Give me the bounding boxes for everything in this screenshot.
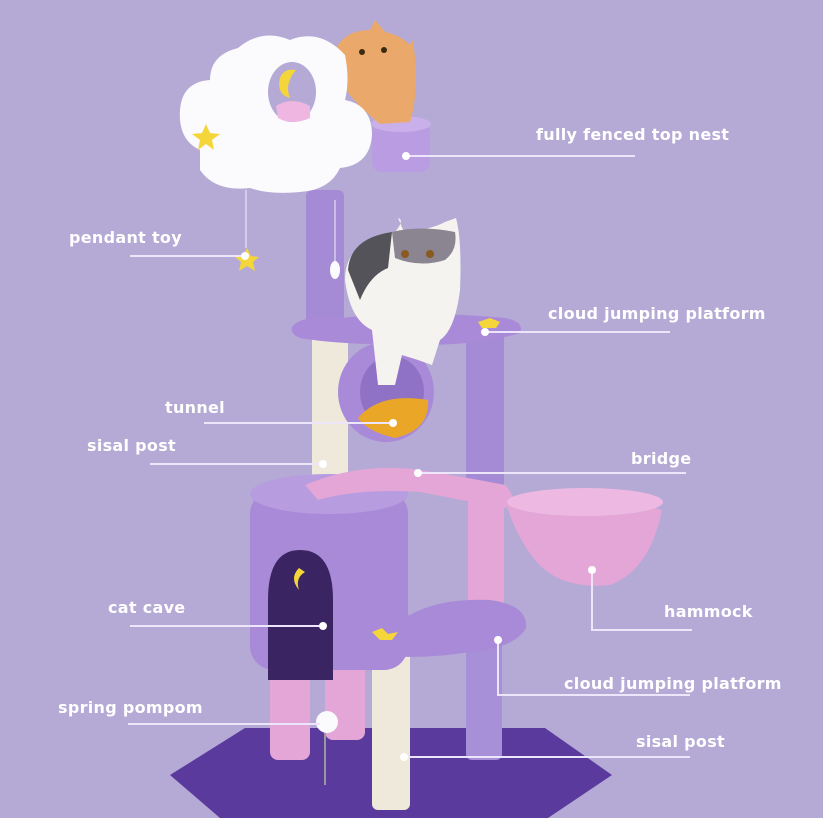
spring-pompom-ball [316,711,338,733]
sisal-post-upper-shape [312,330,348,495]
cat-cave-door [268,550,333,680]
callout-dots [241,152,596,761]
pendant-star [235,248,259,271]
purple-post-mid [466,325,504,500]
label-tunnel: tunnel [165,398,225,417]
cat-top [335,20,416,124]
pink-leg-1 [270,655,310,760]
bridge-shape [305,467,513,508]
top-nest-shape [372,122,430,172]
label-pendant-toy: pendant toy [69,228,182,247]
label-cloud-platform-lower: cloud jumping platform [564,674,782,693]
hammock-shape [505,495,662,586]
label-sisal-post-lower: sisal post [636,732,725,751]
label-hammock: hammock [664,602,753,621]
label-cloud-platform-upper: cloud jumping platform [548,304,766,323]
pink-post-mid [468,480,504,610]
purple-post-top [306,190,344,330]
cloud-platform-lower-shape [355,599,527,657]
label-sisal-post-upper: sisal post [87,436,176,455]
label-bridge: bridge [631,449,692,468]
cloud-star [192,124,220,150]
label-top-nest: fully fenced top nest [536,125,730,144]
sisal-post-lower-shape [372,640,410,810]
label-spring-pompom: spring pompom [58,698,203,717]
callout-lines [128,155,692,758]
label-cat-cave: cat cave [108,598,186,617]
